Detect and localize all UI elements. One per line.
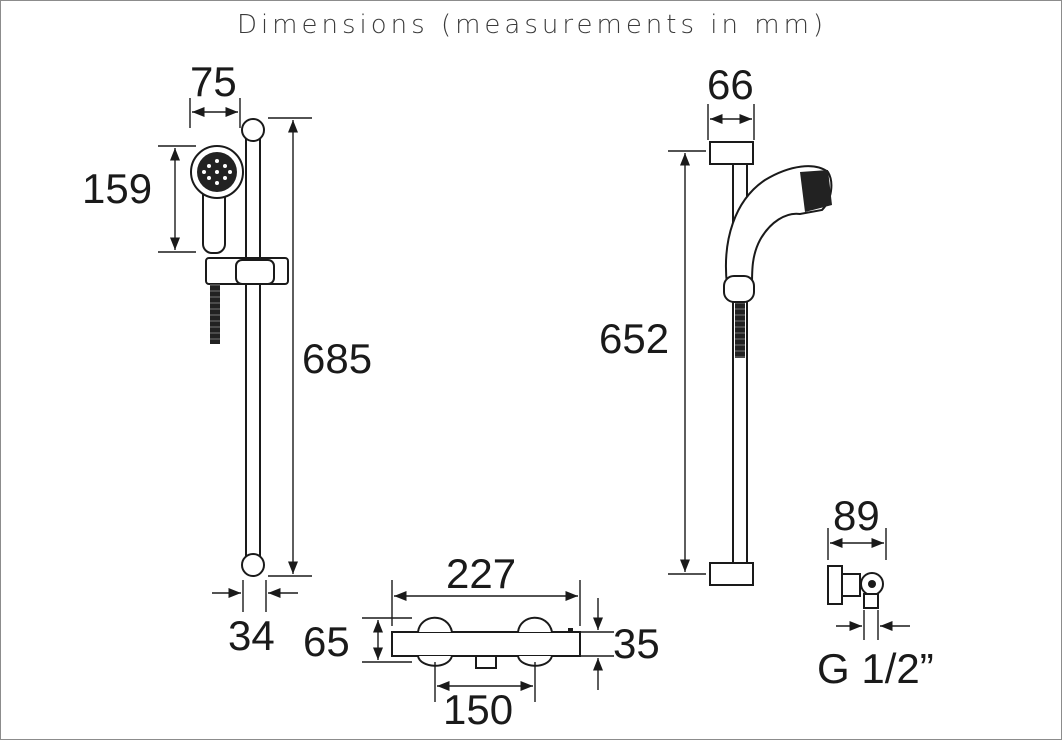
label-rail-length-front: 685 [302, 335, 372, 382]
dim-valve-height [362, 617, 412, 663]
label-valve-width: 227 [446, 550, 516, 597]
elbow-fitting [827, 565, 884, 609]
dim-rail-length-side [668, 150, 706, 575]
label-valve-depth: 35 [613, 620, 660, 667]
label-elbow-depth: 89 [833, 492, 880, 539]
front-hose [210, 284, 220, 344]
left-control-top [417, 616, 453, 633]
dim-head-width [189, 98, 241, 128]
valve-front-view [391, 616, 581, 669]
valve-body [391, 631, 581, 657]
label-inlet-centres: 150 [443, 686, 513, 733]
side-spray-face [800, 170, 832, 212]
rail-top-cap [241, 118, 265, 142]
label-valve-height: 65 [303, 618, 350, 665]
dim-rail-diameter [212, 580, 298, 612]
dim-rail-length-front [268, 117, 312, 577]
valve-outlet [475, 655, 497, 669]
label-head-width: 75 [190, 58, 237, 105]
right-control-bottom [517, 655, 553, 667]
label-rail-length-side: 652 [599, 315, 669, 362]
front-rail-view [190, 118, 289, 577]
dim-elbow-depth [827, 528, 887, 560]
diagram-title: Dimensions (measurements in mm) [236, 10, 828, 40]
side-hose [735, 290, 745, 358]
label-bracket-depth: 66 [707, 61, 754, 108]
side-top-bracket [709, 141, 754, 165]
side-rail-view [709, 141, 833, 586]
slider-knob [235, 259, 275, 285]
dim-bracket-depth [707, 104, 755, 140]
dim-valve-depth [578, 598, 614, 690]
side-bottom-bracket [709, 562, 754, 586]
left-control-bottom [417, 655, 453, 667]
side-slider [723, 275, 755, 303]
label-thread: G 1/2” [817, 645, 934, 692]
dim-head-height [158, 145, 196, 253]
rail-bottom-cap [241, 553, 265, 577]
elbow-wall-plate [827, 565, 843, 605]
dim-inlet-centres [434, 662, 536, 702]
label-head-height: 159 [82, 165, 152, 212]
label-rail-diameter: 34 [228, 612, 275, 659]
front-rail [245, 131, 261, 568]
dim-thread [836, 610, 910, 640]
elbow-outlet [863, 593, 879, 609]
right-control-top [517, 616, 553, 633]
elbow-body [841, 573, 861, 597]
